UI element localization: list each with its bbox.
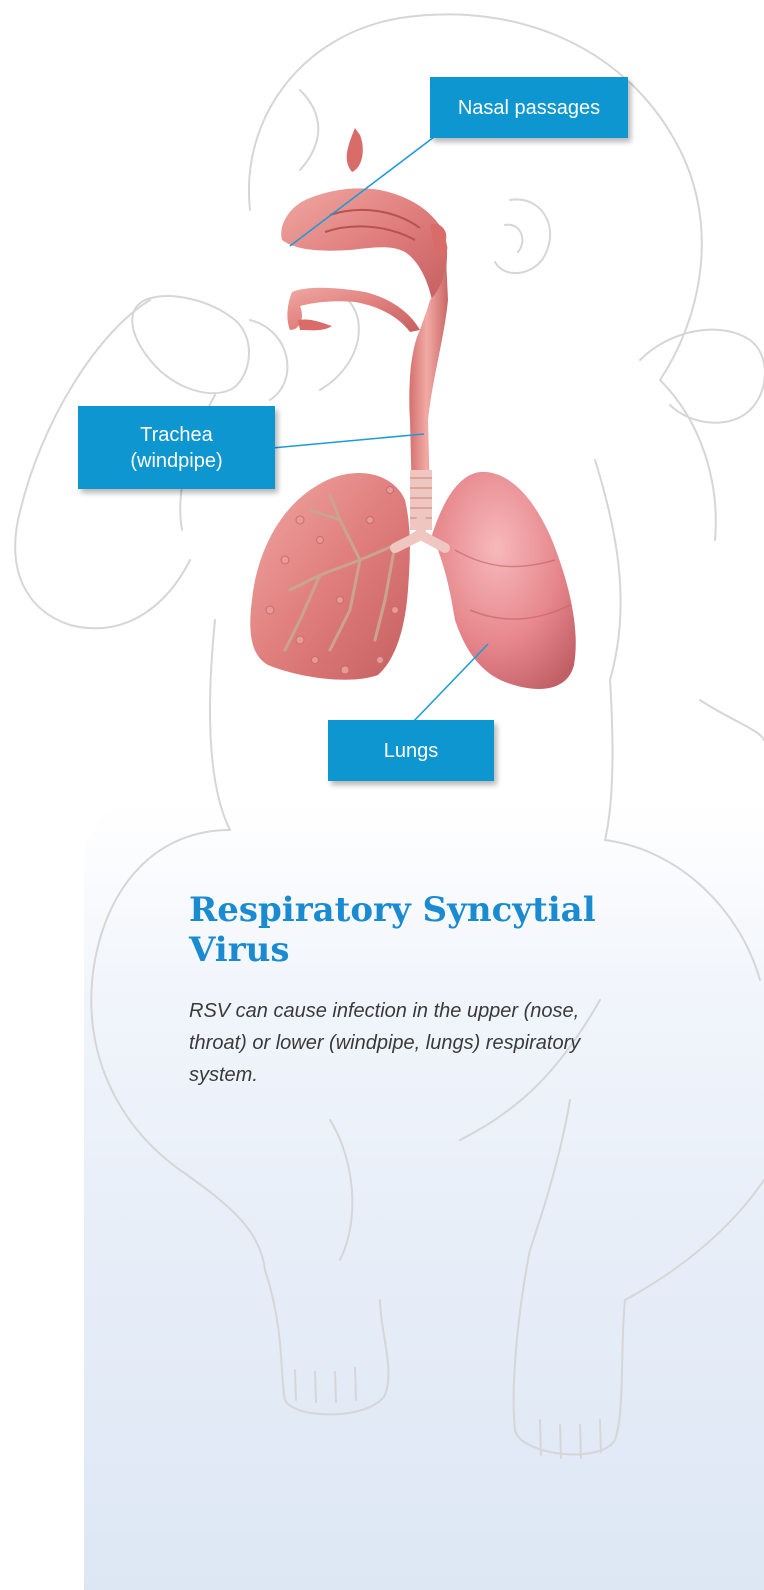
trachea-text: Trachea (140, 422, 213, 448)
description-text: RSV can cause infection in the upper (no… (189, 995, 619, 1091)
right-lung-icon (432, 472, 576, 689)
nasal-passages-text: Nasal passages (458, 95, 600, 121)
left-lung-icon (250, 473, 421, 680)
nasal-passages-label: Nasal passages (430, 77, 628, 138)
nasal-cavity-icon (281, 128, 447, 332)
lungs-text: Lungs (384, 738, 439, 764)
trachea-leader-line (272, 434, 424, 448)
lungs-label: Lungs (328, 720, 494, 781)
page-title: Respiratory Syncytial Virus (189, 890, 619, 970)
trachea-label: Trachea (windpipe) (78, 406, 275, 489)
windpipe-text: (windpipe) (130, 448, 222, 474)
trachea-icon (409, 258, 448, 530)
lungs-leader-line (413, 644, 488, 722)
